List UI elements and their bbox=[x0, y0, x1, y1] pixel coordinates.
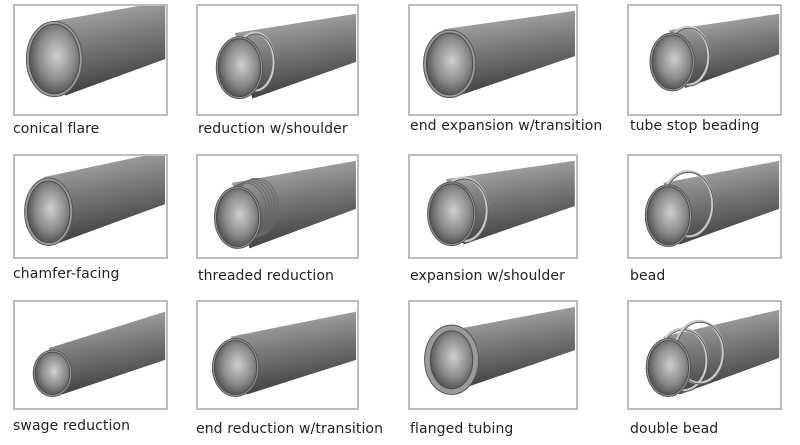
conical-flare-label: conical flare bbox=[13, 121, 100, 137]
tube-body-shape bbox=[43, 156, 166, 243]
expansion-shoulder-tube-icon bbox=[411, 156, 575, 257]
tube-body-shape bbox=[48, 311, 166, 395]
reduction-transition-tube-icon bbox=[198, 302, 357, 408]
swage-tube-icon bbox=[15, 302, 166, 408]
expansion-transition-label: end expansion w/transition bbox=[410, 118, 603, 134]
flange-tube-icon bbox=[411, 302, 575, 408]
tube-body-shape bbox=[669, 13, 780, 88]
tube-stop-bead-image bbox=[627, 4, 782, 116]
expansion-transition-image bbox=[408, 4, 578, 116]
flange-label: flanged tubing bbox=[410, 421, 514, 437]
bead-tube-icon bbox=[629, 156, 780, 257]
tube-stop-bead-tube-icon bbox=[629, 6, 780, 114]
tube-body-shape bbox=[447, 306, 575, 389]
bead-label: bead bbox=[630, 268, 666, 284]
double-bead-label: double bead bbox=[630, 421, 719, 437]
double-bead-image bbox=[627, 300, 782, 410]
conical-flare-tube-icon bbox=[15, 6, 166, 114]
chamfer-label: chamfer-facing bbox=[13, 266, 120, 282]
chamfer-image bbox=[13, 154, 168, 259]
threaded-reduction-label: threaded reduction bbox=[198, 268, 334, 284]
swage-image bbox=[13, 300, 168, 410]
reduction-shoulder-tube-icon bbox=[198, 6, 357, 114]
tube-stop-bead-label: tube stop beading bbox=[630, 118, 760, 134]
bead-image bbox=[627, 154, 782, 259]
reduction-shoulder-image bbox=[196, 4, 359, 116]
conical-flare-image bbox=[13, 4, 168, 116]
double-bead-tube-icon bbox=[629, 302, 780, 408]
flange-image bbox=[408, 300, 578, 410]
chamfer-tube-icon bbox=[15, 156, 166, 257]
expansion-transition-tube-icon bbox=[411, 6, 575, 114]
tube-body-shape bbox=[446, 160, 575, 245]
reduction-transition-image bbox=[196, 300, 359, 410]
swage-label: swage reduction bbox=[13, 418, 131, 434]
reduction-transition-label: end reduction w/transition bbox=[196, 421, 384, 437]
tube-body-shape bbox=[234, 13, 357, 99]
tube-body-shape bbox=[663, 160, 780, 245]
threaded-reduction-tube-icon bbox=[199, 156, 356, 257]
expansion-shoulder-label: expansion w/shoulder bbox=[410, 268, 565, 284]
threaded-reduction-image bbox=[196, 154, 359, 259]
reduction-shoulder-label: reduction w/shoulder bbox=[198, 121, 348, 137]
expansion-shoulder-image bbox=[408, 154, 578, 259]
tube-body-shape bbox=[444, 10, 575, 95]
tube-body-shape bbox=[230, 311, 357, 395]
